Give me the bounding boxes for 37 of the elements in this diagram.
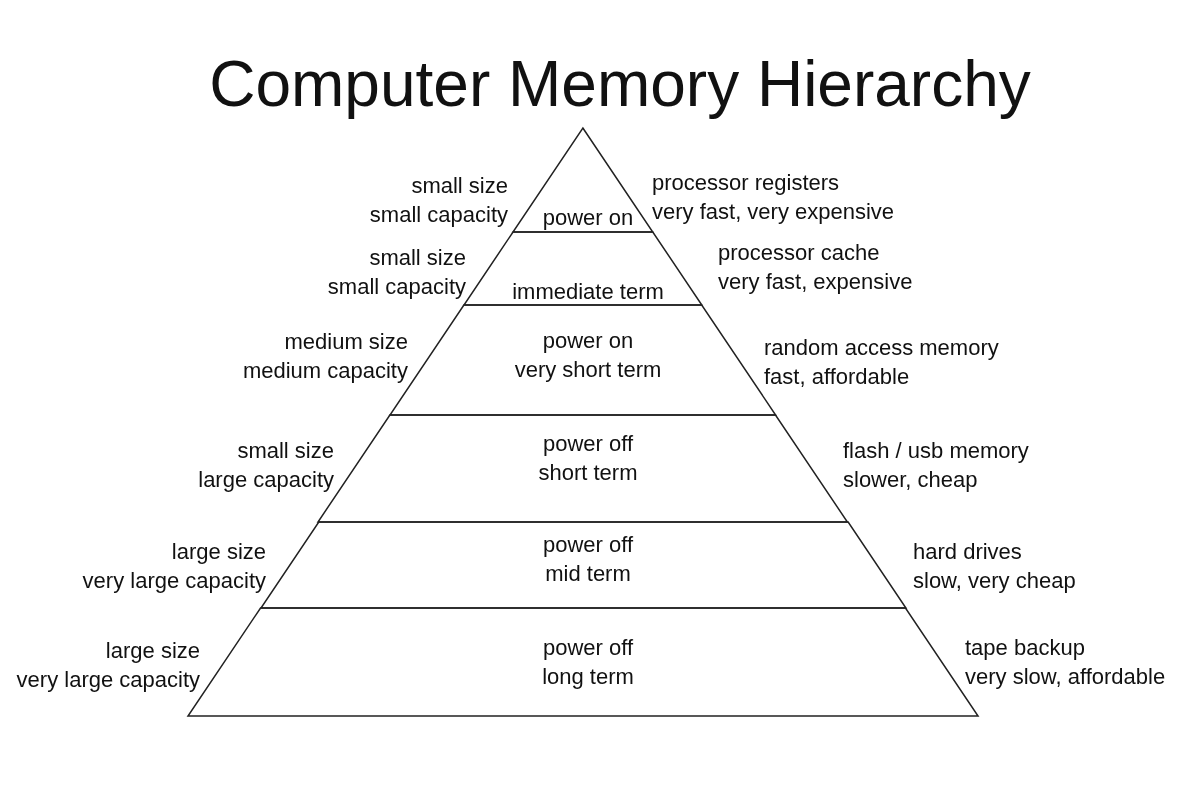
size-label: large size xyxy=(105,636,200,665)
memory-type-label: tape backup xyxy=(965,633,1085,662)
memory-type-label: very slow, affordable xyxy=(965,662,1166,691)
memory-type-label: very fast, expensive xyxy=(718,267,913,296)
tier-label: short term xyxy=(538,458,638,487)
size-label: large size xyxy=(171,537,266,566)
pyramid-tier xyxy=(513,128,653,232)
tier-label: power on xyxy=(542,326,634,355)
tier-label: very short term xyxy=(514,355,662,384)
memory-type-label: slow, very cheap xyxy=(913,566,1076,595)
memory-type-label: processor registers xyxy=(652,168,840,197)
memory-type-label: slower, cheap xyxy=(843,465,978,494)
memory-type-label: very fast, very expensive xyxy=(652,197,895,226)
tier-label: power off xyxy=(542,633,634,662)
memory-type-label: fast, affordable xyxy=(764,362,910,391)
size-label: medium capacity xyxy=(242,356,408,385)
size-label: very large capacity xyxy=(16,665,200,694)
memory-type-label: hard drives xyxy=(913,537,1022,566)
size-label: very large capacity xyxy=(82,566,266,595)
tier-label: immediate term xyxy=(512,277,664,306)
tier-label: power on xyxy=(542,203,634,232)
size-label: small size xyxy=(411,171,508,200)
tier-label: power off xyxy=(542,530,634,559)
diagram-title: Computer Memory Hierarchy xyxy=(209,48,1031,120)
size-label: medium size xyxy=(284,327,408,356)
memory-type-label: flash / usb memory xyxy=(843,436,1029,465)
size-label: small size xyxy=(237,436,334,465)
size-label: small capacity xyxy=(327,272,466,301)
memory-type-label: processor cache xyxy=(718,238,880,267)
memory-type-label: random access memory xyxy=(764,333,999,362)
size-label: small size xyxy=(369,243,466,272)
tier-label: long term xyxy=(542,662,634,691)
tier-label: power off xyxy=(542,429,634,458)
size-label: small capacity xyxy=(369,200,508,229)
pyramid-tier xyxy=(464,232,702,305)
size-label: large capacity xyxy=(198,465,334,494)
tier-label: mid term xyxy=(545,559,631,588)
